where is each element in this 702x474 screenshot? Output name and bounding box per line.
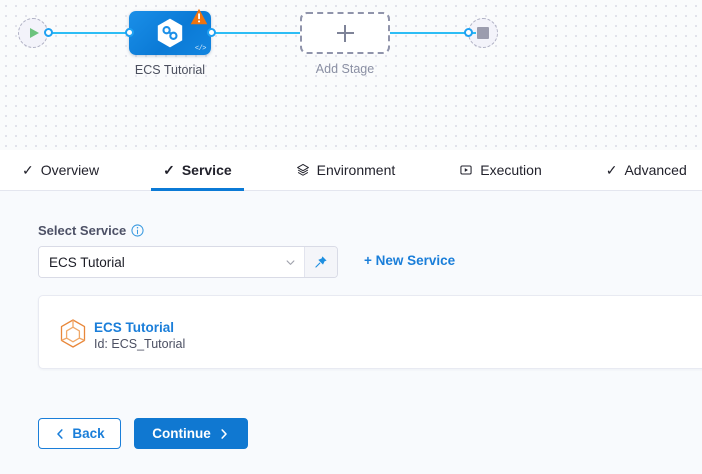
stop-icon	[477, 27, 489, 39]
continue-button-label: Continue	[152, 426, 211, 441]
service-select-dropdown[interactable]: ECS Tutorial	[39, 247, 304, 277]
pin-icon	[315, 256, 327, 268]
connector-stage-to-add	[206, 31, 304, 34]
tab-overview[interactable]: ✓ Overview	[18, 150, 103, 190]
chevron-down-icon[interactable]	[285, 257, 296, 268]
stage-node-ecs-tutorial[interactable]: </>	[129, 8, 211, 55]
tab-overview-label: Overview	[40, 162, 100, 178]
stage-output-port[interactable]	[207, 28, 216, 37]
service-card-id: Id: ECS_Tutorial	[94, 337, 186, 351]
harness-hexagon-icon	[157, 18, 183, 48]
layers-icon	[296, 163, 309, 176]
tab-service[interactable]: ✓ Service	[151, 150, 244, 191]
select-service-label: Select Service	[38, 223, 127, 238]
service-select-value: ECS Tutorial	[49, 254, 125, 270]
back-button-label: Back	[72, 426, 105, 441]
tab-environment-label: Environment	[316, 162, 396, 178]
play-icon	[29, 28, 39, 38]
select-service-input-group[interactable]: ECS Tutorial	[38, 246, 338, 278]
tab-service-label: Service	[181, 162, 232, 178]
stage-input-port[interactable]	[125, 28, 134, 37]
tab-environment[interactable]: Environment	[292, 150, 400, 190]
add-stage-button[interactable]	[300, 12, 390, 54]
tab-advanced[interactable]: ✓ Advanced	[602, 150, 691, 190]
continue-button[interactable]: Continue	[134, 418, 248, 449]
check-icon: ✓	[22, 162, 34, 178]
connector-add-to-end	[386, 31, 476, 34]
pin-service-button[interactable]	[304, 247, 337, 277]
new-service-link[interactable]: + New Service	[364, 253, 456, 268]
tab-execution-label: Execution	[480, 162, 542, 178]
warning-triangle-icon[interactable]	[190, 8, 208, 25]
service-card-name[interactable]: ECS Tutorial	[94, 320, 175, 335]
pipeline-start-node[interactable]	[18, 18, 48, 48]
service-card[interactable]: ECS Tutorial Id: ECS_Tutorial	[38, 295, 702, 369]
cube-hexagon-icon	[60, 319, 86, 348]
chevron-left-icon	[57, 428, 63, 439]
tab-execution[interactable]: Execution	[455, 150, 545, 190]
check-icon: ✓	[605, 162, 618, 178]
check-icon: ✓	[163, 162, 175, 178]
select-service-label-group: Select Service	[38, 223, 144, 238]
plus-icon-horizontal	[336, 32, 354, 34]
pipeline-end-node[interactable]	[468, 18, 498, 48]
start-node-output-port[interactable]	[44, 28, 53, 37]
end-node-input-port[interactable]	[464, 28, 473, 37]
pipeline-canvas[interactable]: </> ECS Tutorial Add Stage	[0, 0, 702, 150]
tab-advanced-label: Advanced	[624, 162, 687, 178]
info-icon[interactable]	[131, 224, 144, 237]
connector-start-to-stage	[46, 31, 134, 34]
stage-tab-bar: ✓ Overview ✓ Service Environment Executi	[0, 150, 702, 191]
add-stage-label: Add Stage	[315, 62, 375, 76]
stage-node-label: ECS Tutorial	[134, 63, 206, 77]
play-box-icon	[460, 165, 472, 175]
chevron-right-icon	[221, 428, 227, 439]
back-button[interactable]: Back	[38, 418, 121, 449]
code-brackets-icon[interactable]: </>	[194, 45, 207, 53]
